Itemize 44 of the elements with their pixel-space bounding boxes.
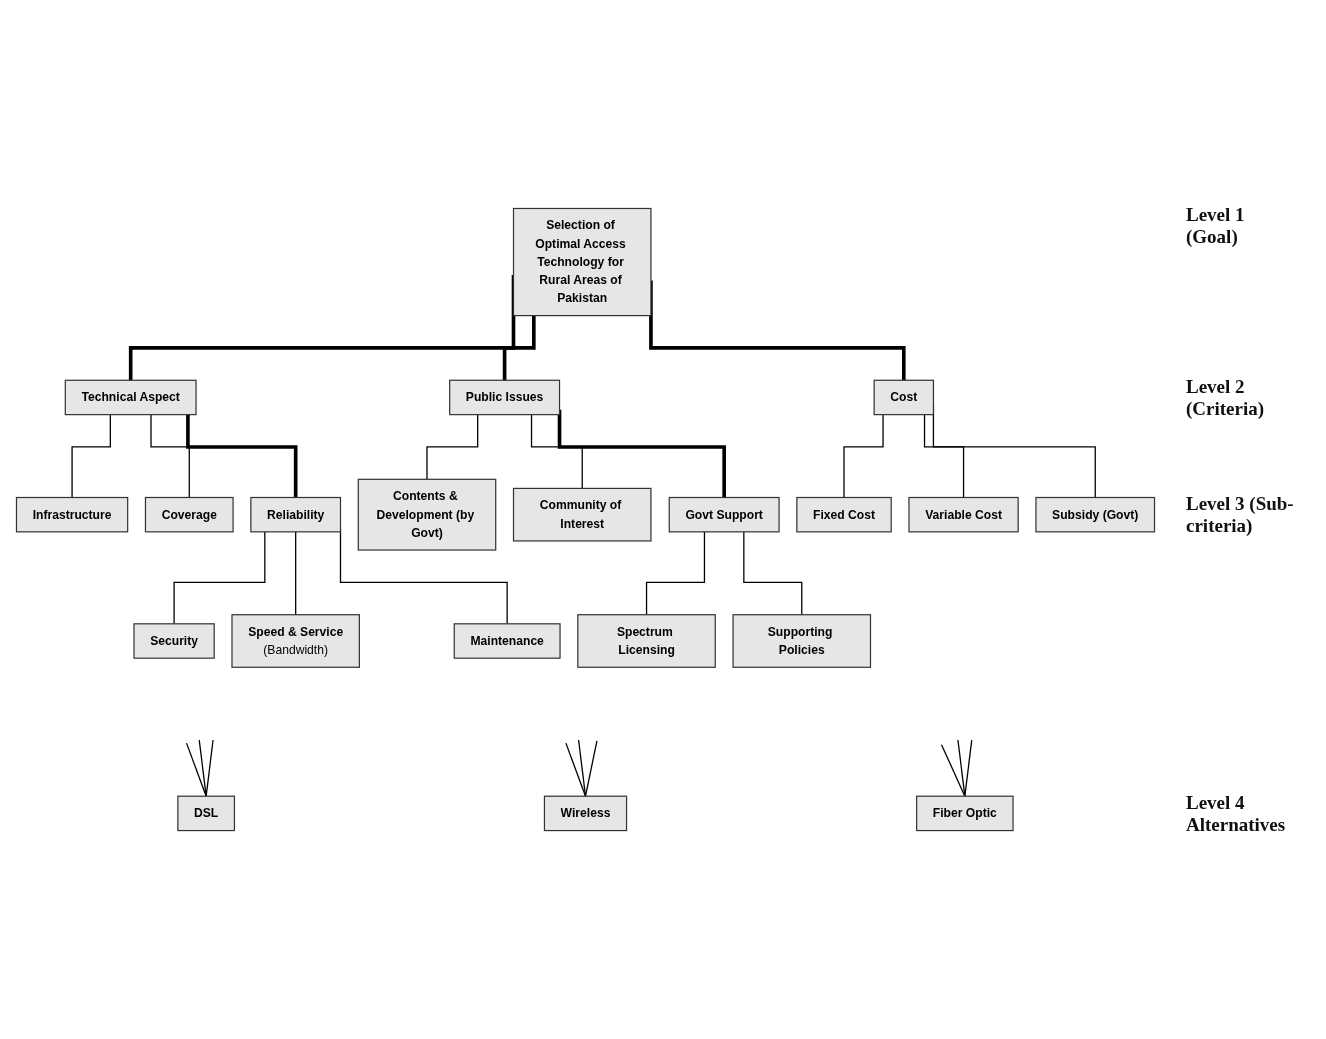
node-box: Selection of Optimal Access Technology for Rural Areas of Pakistan <box>512 207 652 317</box>
connector <box>843 413 884 499</box>
connector <box>743 531 803 616</box>
node-box: Cost <box>873 379 935 416</box>
connector <box>150 413 190 499</box>
connector <box>530 413 583 489</box>
node-box: Community of Interest <box>512 487 652 542</box>
node-box: Supporting Policies <box>732 614 872 668</box>
node-box: Contents & Development (by Govt) <box>357 478 497 551</box>
connector <box>205 739 214 797</box>
node-box: Fiber Optic <box>916 795 1014 832</box>
node-box: Spectrum Licensing <box>577 614 716 668</box>
node-box: Variable Cost <box>908 496 1019 533</box>
connector <box>577 739 587 797</box>
connector <box>645 531 706 616</box>
connector <box>426 413 479 480</box>
connector <box>173 531 266 625</box>
node-box: Govt Support <box>668 496 780 533</box>
node-box: DSL <box>177 795 236 832</box>
connector <box>198 739 207 797</box>
connector <box>940 743 966 797</box>
connector <box>295 531 297 616</box>
level-label: Level 2 (Criteria) <box>1186 376 1266 420</box>
node-box: Maintenance <box>453 623 561 659</box>
connector <box>584 740 598 797</box>
node-box: Speed & Service (Bandwidth) <box>231 614 360 668</box>
connector <box>71 413 111 499</box>
connector <box>565 742 587 797</box>
node-box: Technical Aspect <box>64 379 197 416</box>
node-box: Coverage <box>144 496 234 533</box>
level-label: Level 1 (Goal) <box>1186 204 1246 249</box>
connector <box>957 739 966 797</box>
connector <box>964 739 973 797</box>
node-box: Infrastructure <box>15 496 129 533</box>
connector <box>923 413 965 499</box>
connector <box>185 742 207 797</box>
node-box: Public Issues <box>449 379 561 416</box>
node-box: Reliability <box>250 496 342 533</box>
node-box: Security <box>133 623 215 659</box>
node-box: Subsidy (Govt) <box>1035 496 1156 533</box>
node-box: Fixed Cost <box>796 496 892 533</box>
level-label: Level 4 Alternatives <box>1186 792 1287 836</box>
level-label: Level 3 (Sub-criteria) <box>1186 493 1295 538</box>
node-box: Wireless <box>543 795 628 832</box>
